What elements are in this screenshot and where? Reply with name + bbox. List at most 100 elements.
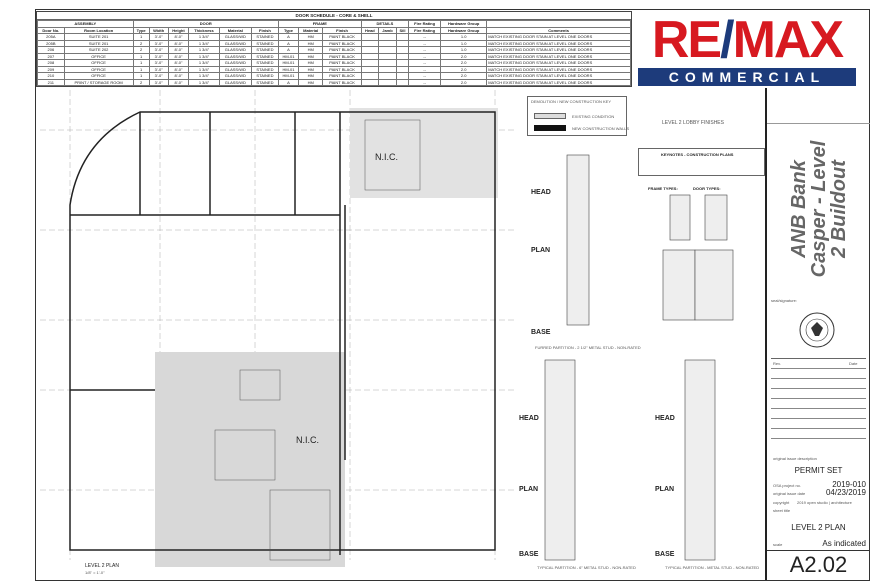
- architect-seal-icon: [799, 312, 835, 348]
- schedule-cell: 2.0: [440, 72, 488, 80]
- schedule-cell: 2.0: [440, 59, 488, 67]
- construction-key: DEMOLITION / NEW CONSTRUCTION KEY EXISTI…: [527, 96, 630, 136]
- project-no-label: OSA project no.: [773, 483, 802, 488]
- head-label-1: HEAD: [531, 189, 551, 196]
- schedule-cell: 1: [132, 65, 150, 73]
- partition-details-drawing: [544, 154, 734, 561]
- key-existing: EXISTING CONDITION: [572, 114, 615, 119]
- schedule-cell: [395, 72, 410, 80]
- title-block: ANB Bank Casper - Level 2 Buildout seal/…: [765, 88, 870, 580]
- schedule-cell: [395, 65, 410, 73]
- scale-label: scale: [773, 542, 783, 547]
- issue-desc-label: original issue description: [773, 456, 817, 461]
- schedule-cell: GLASS/WD: [218, 59, 253, 67]
- door-schedule-title: DOOR SCHEDULE - CORE & SHELL: [37, 12, 631, 20]
- schedule-cell: MATCH EXISTING DOOR STAIN AT LEVEL ONE D…: [486, 59, 631, 67]
- schedule-cell: PAINT BLACK: [322, 59, 362, 67]
- schedule-cell: 3'-0": [148, 65, 169, 73]
- keynotes-title: KEYNOTES - CONSTRUCTION PLANS: [661, 152, 734, 157]
- schedule-cell: PAINT BLACK: [322, 78, 362, 86]
- schedule-cell: [377, 78, 397, 86]
- plan-label-3: PLAN: [655, 486, 675, 493]
- base-label-3: BASE: [655, 551, 675, 558]
- copyright: 2019 open studio | architecture: [797, 500, 852, 505]
- schedule-cell: HM: [298, 78, 324, 86]
- frame-types-label: FRAME TYPES:: [648, 186, 678, 191]
- issue-date-label: original issue date: [773, 491, 806, 496]
- head-label-3: HEAD: [655, 415, 675, 422]
- schedule-cell: 2.0: [440, 78, 488, 86]
- schedule-cell: 1: [132, 72, 150, 80]
- schedule-cell: HM: [298, 59, 324, 67]
- remax-wordmark: RE/MAX: [651, 11, 844, 69]
- schedule-cell: --: [408, 78, 442, 86]
- schedule-cell: 8'-0": [167, 78, 190, 86]
- schedule-cell: GLASS/WD: [218, 72, 253, 80]
- schedule-cell: [395, 59, 410, 67]
- key-title: DEMOLITION / NEW CONSTRUCTION KEY: [531, 99, 612, 104]
- typical-partition-title-1: TYPICAL PARTITION - 6" METAL STUD - NON-…: [537, 565, 636, 570]
- schedule-cell: 211: [37, 78, 65, 86]
- commercial-banner: COMMERCIAL: [638, 68, 856, 86]
- revision-table: Rev. Date: [771, 358, 866, 446]
- schedule-cell: GLASS/WD: [218, 65, 253, 73]
- sheet-number: A2.02: [767, 550, 870, 579]
- floor-plan-drawing: [40, 90, 515, 567]
- schedule-cell: HM: [298, 72, 324, 80]
- new-swatch: [534, 125, 566, 131]
- schedule-cell: [360, 59, 379, 67]
- sheet-title: LEVEL 2 PLAN: [791, 523, 846, 532]
- project-name: ANB Bank Casper - Level 2 Buildout: [767, 123, 870, 293]
- schedule-cell: PRINT / STORAGE ROOM: [63, 78, 134, 86]
- plan-scale: 1/8" = 1'-0": [85, 570, 105, 575]
- key-new: NEW CONSTRUCTION WALLS: [572, 126, 630, 131]
- schedule-cell: 3'-0": [148, 72, 169, 80]
- schedule-cell: PAINT BLACK: [322, 65, 362, 73]
- finishes-title: LEVEL 2 LOBBY FINISHES: [662, 120, 724, 126]
- issue-date: 04/23/2019: [825, 488, 866, 497]
- issue-description: PERMIT SET: [794, 466, 843, 475]
- plan-label-1: PLAN: [531, 247, 551, 254]
- schedule-cell: [360, 72, 379, 80]
- schedule-cell: MATCH EXISTING DOOR STAIN AT LEVEL ONE D…: [486, 65, 631, 73]
- schedule-cell: HM: [298, 65, 324, 73]
- copyright-label: copyright: [773, 500, 790, 505]
- schedule-cell: MATCH EXISTING DOOR STAIN AT LEVEL ONE D…: [486, 72, 631, 80]
- base-label-1: BASE: [531, 329, 551, 336]
- furred-partition-title: FURRED PARTITION - 2 1/2" METAL STUD - N…: [535, 345, 641, 350]
- details-area: DEMOLITION / NEW CONSTRUCTION KEY EXISTI…: [515, 90, 765, 578]
- schedule-cell: A: [277, 78, 300, 86]
- schedule-cell: 1: [132, 59, 150, 67]
- plan-title: LEVEL 2 PLAN: [85, 563, 120, 569]
- schedule-cell: PAINT BLACK: [322, 72, 362, 80]
- schedule-cell: 2.0: [440, 65, 488, 73]
- schedule-cell: GLASS/WD: [218, 78, 253, 86]
- drawing-sheet-border: [35, 9, 870, 581]
- sheet-title-label: sheet title: [773, 508, 791, 513]
- door-types-label: DOOR TYPES:: [693, 186, 721, 191]
- floor-plan: N.I.C. N.I.C. LEVEL 2 PLAN 1/8" = 1'-0": [40, 90, 515, 578]
- schedule-cell: 3'-0": [148, 78, 169, 86]
- remax-commercial-logo: RE/MAX COMMERCIAL: [634, 12, 860, 86]
- schedule-cell: 3'-0": [148, 59, 169, 67]
- schedule-cell: STAINED: [251, 78, 279, 86]
- plan-label-2: PLAN: [519, 486, 539, 493]
- nic-label-core: N.I.C.: [296, 435, 320, 445]
- schedule-cell: 2: [132, 78, 150, 86]
- schedule-cell: [395, 78, 410, 86]
- keynotes-box: KEYNOTES - CONSTRUCTION PLANS: [638, 148, 765, 176]
- base-label-2: BASE: [519, 551, 539, 558]
- existing-swatch: [534, 113, 566, 119]
- rev-header: Rev.: [773, 361, 781, 366]
- schedule-cell: MATCH EXISTING DOOR STAIN AT LEVEL ONE D…: [486, 78, 631, 86]
- typical-partition-title-2: TYPICAL PARTITION - METAL STUD - NON-RAT…: [665, 565, 760, 570]
- date-header: Date: [849, 361, 858, 366]
- seal-label: seal/signature:: [771, 298, 798, 303]
- project-number: 2019-010: [832, 480, 866, 489]
